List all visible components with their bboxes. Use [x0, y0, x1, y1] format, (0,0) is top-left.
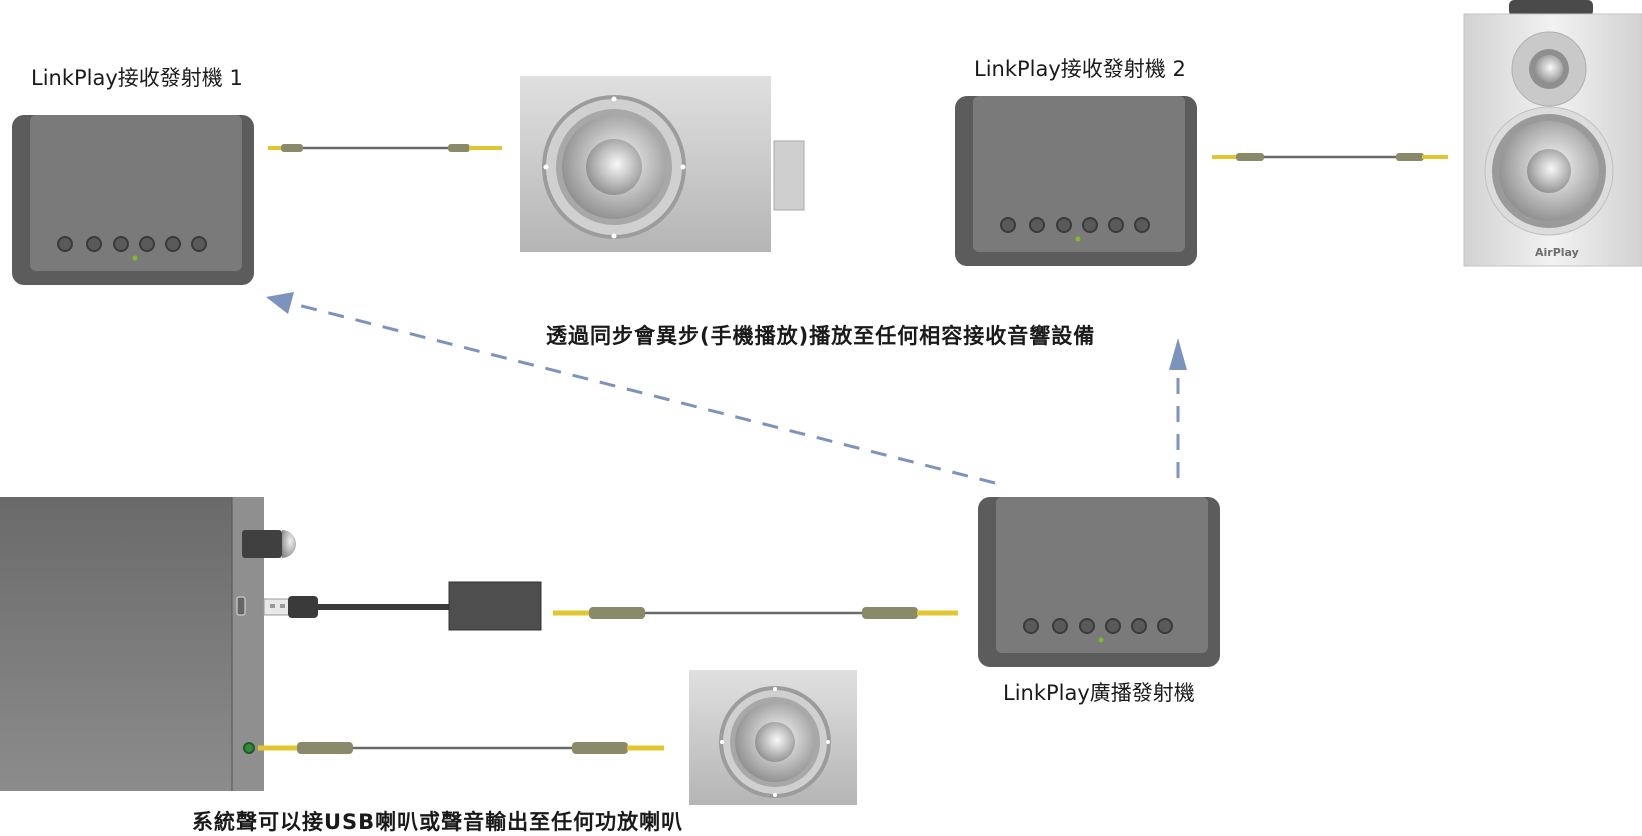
linkplay-broadcaster [978, 497, 1220, 667]
receiver-1-led [132, 255, 138, 261]
audio-cable-receiver2-bookshelf [1212, 153, 1448, 161]
audio-cable-computer-speaker [258, 742, 664, 754]
system-audio-caption: 系統聲可以接USB喇叭或聲音輸出至任何功放喇叭 [192, 810, 684, 834]
broadcaster-led [1098, 637, 1104, 643]
linkplay-receiver-1 [12, 115, 254, 285]
arrowhead-receiver-2 [1169, 338, 1187, 370]
sync-caption: 透過同步會異步(手機播放)播放至任何相容接收音響設備 [546, 324, 1096, 348]
airplay-bookshelf-speaker [1463, 0, 1642, 267]
usb-audio-adapter [263, 581, 542, 631]
sync-arrows [289, 301, 1180, 485]
airplay-logo-text: AirPlay [1535, 246, 1579, 259]
subwoofer-speaker [520, 76, 805, 252]
broadcaster-label: LinkPlay廣播發射機 [1003, 681, 1195, 705]
audio-cable-adapter-broadcaster [553, 607, 958, 619]
arrowhead-receiver-1 [266, 292, 294, 314]
receiver-1-label: LinkPlay接收發射機 1 [31, 66, 243, 90]
computer-tower [0, 497, 296, 791]
subwoofer-speaker-bottom [689, 670, 857, 805]
linkplay-receiver-2 [955, 96, 1197, 266]
audio-cable-receiver1-subwoofer [268, 144, 502, 152]
receiver-2-led [1075, 236, 1081, 242]
arrow-to-receiver-1 [289, 301, 996, 485]
receiver-1-buttons [57, 236, 207, 252]
broadcaster-buttons [1023, 618, 1173, 634]
receiver-2-buttons [1000, 217, 1150, 233]
receiver-2-label: LinkPlay接收發射機 2 [974, 57, 1186, 81]
